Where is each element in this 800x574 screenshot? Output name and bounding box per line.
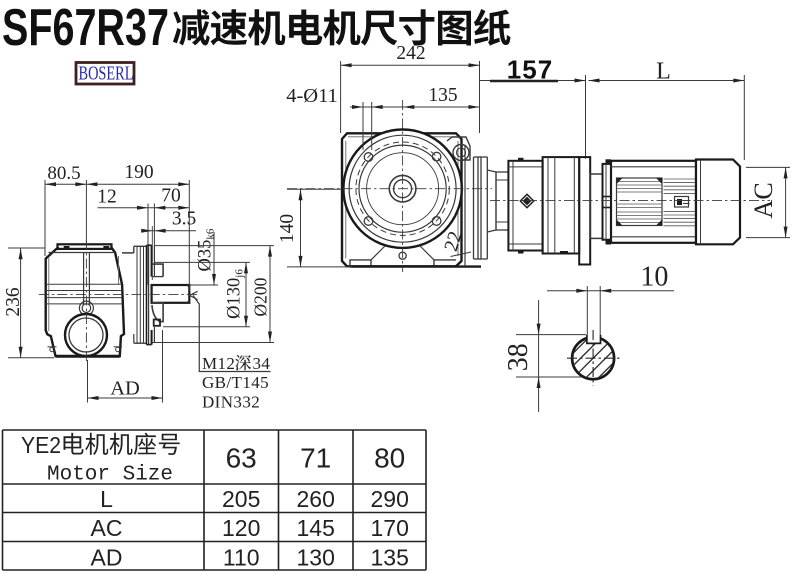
svg-text:L: L [100,486,113,512]
svg-text:DIN332: DIN332 [202,393,260,412]
svg-text:3.5: 3.5 [172,209,196,230]
svg-text:BOSERL: BOSERL [79,61,134,84]
svg-text:170: 170 [371,515,409,541]
svg-text:71: 71 [300,443,331,474]
svg-text:34: 34 [253,354,271,373]
svg-text:120: 120 [222,515,260,541]
svg-text:157: 157 [507,54,553,84]
svg-text:260: 260 [297,486,335,512]
svg-text:236: 236 [3,287,24,317]
svg-text:Motor Size: Motor Size [47,464,173,487]
svg-text:YE2: YE2 [21,432,61,458]
svg-text:Ø200: Ø200 [251,277,271,316]
svg-text:12: 12 [97,187,117,208]
svg-text:80: 80 [374,443,405,474]
svg-text:130: 130 [297,544,335,570]
svg-text:145: 145 [297,515,335,541]
svg-text:290: 290 [371,486,409,512]
svg-text:135: 135 [371,544,409,570]
svg-text:38: 38 [503,343,534,371]
svg-text:10: 10 [640,262,668,293]
svg-text:242: 242 [396,43,425,64]
svg-text:M12: M12 [202,354,235,373]
svg-text:190: 190 [124,162,153,183]
svg-text:110: 110 [223,544,260,570]
svg-text:L: L [656,59,671,85]
svg-text:AC: AC [749,182,778,218]
svg-text:SF67R37: SF67R37 [2,0,169,56]
svg-text:205: 205 [222,486,260,512]
svg-text:GB/T145: GB/T145 [202,373,269,392]
svg-text:AC: AC [91,515,123,541]
svg-text:AD: AD [91,544,123,570]
svg-text:80.5: 80.5 [47,163,80,184]
svg-text:70: 70 [161,186,181,207]
svg-text:63: 63 [226,443,257,474]
svg-text:Ø130j6: Ø130j6 [225,269,246,319]
svg-text:4-Ø11: 4-Ø11 [286,85,338,107]
svg-text:AD: AD [110,378,140,400]
svg-text:140: 140 [277,214,298,243]
svg-text:135: 135 [428,85,457,106]
